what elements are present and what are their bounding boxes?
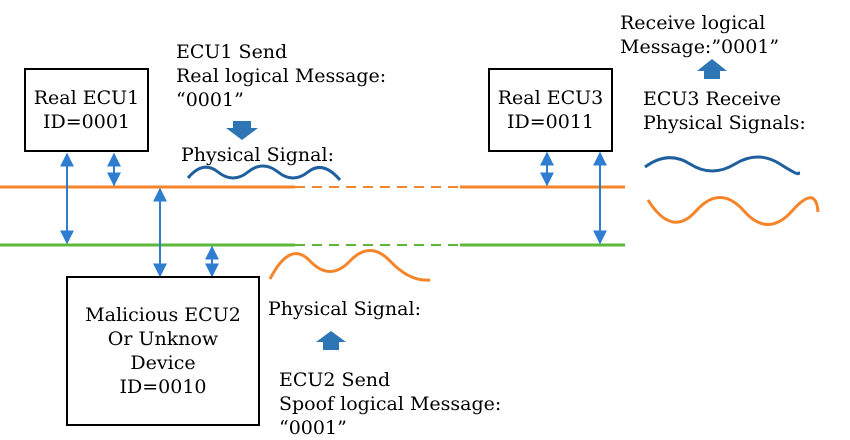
ecu3-receive-signals-label: Physical Signals: bbox=[643, 112, 806, 134]
ecu1-name: Real ECU1 bbox=[33, 87, 140, 109]
ecu2-id: ID=0010 bbox=[119, 376, 207, 398]
ecu3-received-spoof-wave bbox=[646, 196, 820, 226]
ecu2-send-message-value: “0001” bbox=[279, 417, 347, 439]
real-ecu3-box: Real ECU3 ID=0011 bbox=[488, 68, 613, 152]
receive-logical-title: Receive logical bbox=[620, 12, 766, 34]
ecu2-physical-signal-label: Physical Signal: bbox=[268, 298, 421, 320]
ecu1-send-message-label: Real logical Message: bbox=[176, 65, 387, 87]
receive-logical-message: Message:”0001” bbox=[620, 36, 780, 58]
ecu2-send-message-label: Spoof logical Message: bbox=[279, 393, 502, 415]
ecu1-send-title: ECU1 Send bbox=[176, 41, 288, 63]
ecu2-alt-name: Or Unknow bbox=[107, 328, 219, 350]
ecu3-receive-up-arrow bbox=[697, 59, 727, 79]
ecu2-send-up-arrow bbox=[316, 331, 346, 350]
ecu1-send-message-value: “0001” bbox=[176, 89, 244, 111]
malicious-ecu2-box: Malicious ECU2 Or Unknow Device ID=0010 bbox=[66, 276, 260, 426]
real-ecu1-box: Real ECU1 ID=0001 bbox=[24, 68, 149, 152]
ecu3-id: ID=0011 bbox=[506, 111, 594, 133]
ecu1-physical-signal-wave bbox=[186, 164, 342, 181]
ecu3-receive-label: ECU3 Receive Physical Signals: bbox=[643, 87, 806, 135]
ecu2-device-label: Device bbox=[130, 352, 196, 374]
ecu3-received-legit-wave bbox=[644, 155, 801, 176]
ecu1-send-label: ECU1 Send Real logical Message: “0001” bbox=[176, 40, 386, 112]
ecu1-physical-signal-label: Physical Signal: bbox=[181, 144, 334, 166]
ecu2-send-title: ECU2 Send bbox=[279, 369, 391, 391]
ecu1-id: ID=0001 bbox=[42, 111, 130, 133]
ecu1-send-down-arrow bbox=[226, 121, 258, 140]
ecu2-send-label: ECU2 Send Spoof logical Message: “0001” bbox=[279, 368, 501, 440]
ecu2-name: Malicious ECU2 bbox=[85, 304, 241, 326]
ecu2-spoof-signal-wave bbox=[268, 249, 431, 282]
receive-logical-label: Receive logical Message:”0001” bbox=[620, 11, 779, 59]
ecu3-name: Real ECU3 bbox=[497, 87, 604, 109]
ecu3-receive-title: ECU3 Receive bbox=[643, 88, 782, 110]
